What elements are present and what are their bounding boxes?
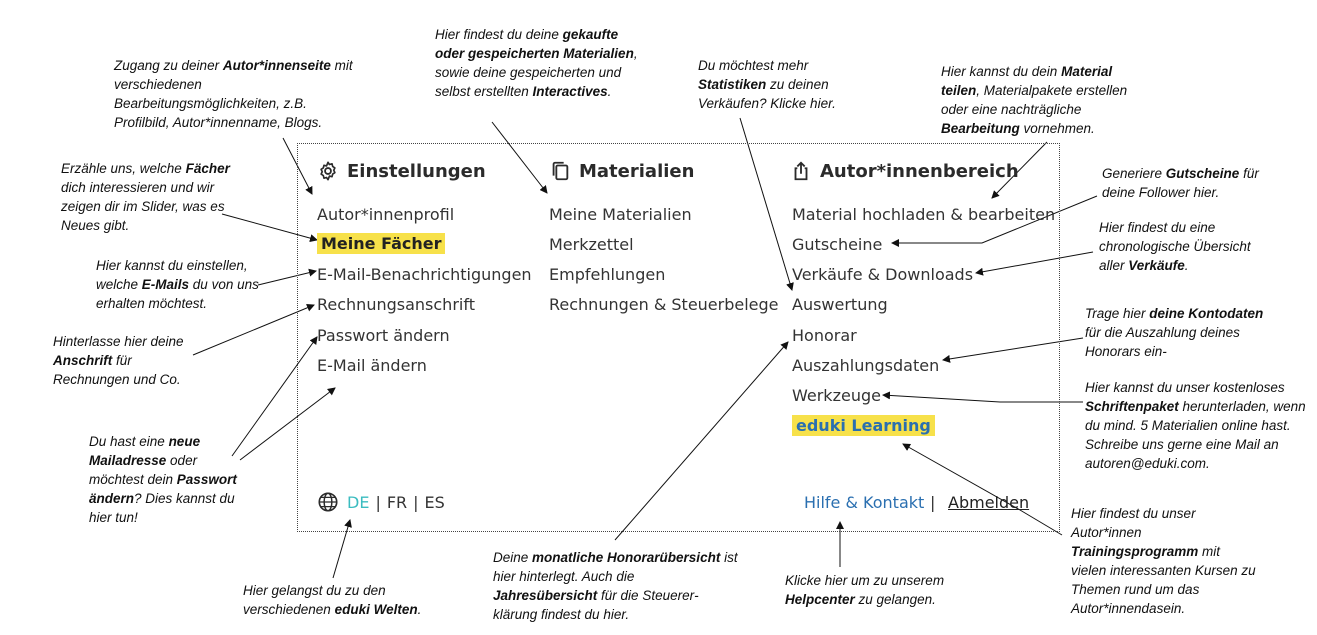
note-schriftenpaket: Hier kannst du unser kostenloses Schrift… <box>1085 380 1306 471</box>
menu-item-auswertung[interactable]: Auswertung <box>792 295 888 314</box>
note-materialien: Hier findest du deine gekaufte oder gesp… <box>435 27 638 99</box>
lang-es[interactable]: ES <box>424 492 445 512</box>
footer-separator: | <box>930 493 936 512</box>
menu-item-email-benachrichtigungen[interactable]: E-Mail-Benachrichtigungen <box>317 265 532 284</box>
note-trainingsprogramm: Hier findest du unser Autor*innen Traini… <box>1071 506 1256 616</box>
menu-item-werkzeuge[interactable]: Werkzeuge <box>792 386 881 405</box>
note-anschrift: Hinterlasse hier deine Anschrift für Rec… <box>53 334 184 387</box>
menu-item-meine-faecher-label: Meine Fächer <box>317 233 446 254</box>
share-icon <box>794 161 808 181</box>
copy-icon <box>552 161 569 181</box>
lang-separator: | <box>375 492 381 512</box>
menu-item-eduki-learning-label: eduki Learning <box>792 415 935 436</box>
help-contact-link[interactable]: Hilfe & Kontakt <box>804 493 925 512</box>
logout-link[interactable]: Abmelden <box>948 493 1030 512</box>
menu-item-passwort-aendern[interactable]: Passwort ändern <box>317 326 450 345</box>
menu-item-material-hochladen[interactable]: Material hochladen & bearbeiten <box>792 205 1056 224</box>
note-statistiken: Du möchtest mehr Statistiken zu deinen V… <box>698 58 836 111</box>
author-header: Autor*innenbereich <box>790 160 1019 182</box>
materials-header: Materialien <box>549 160 694 182</box>
note-material-teilen: Hier kannst du dein Material teilen, Mat… <box>941 64 1128 136</box>
menu-item-merkzettel[interactable]: Merkzettel <box>549 235 634 254</box>
menu-item-gutscheine[interactable]: Gutscheine <box>792 235 883 254</box>
menu-item-rechnungen-steuerbelege[interactable]: Rechnungen & Steuerbelege <box>549 295 779 314</box>
note-mailadresse-passwort: Du hast eine neue Mailadresse oder möcht… <box>89 434 237 525</box>
menu-item-empfehlungen[interactable]: Empfehlungen <box>549 265 666 284</box>
menu-item-email-aendern[interactable]: E-Mail ändern <box>317 356 427 375</box>
menu-item-autorprofil[interactable]: Autor*innenprofil <box>317 205 455 224</box>
globe-icon <box>318 492 338 512</box>
menu-item-eduki-learning[interactable]: eduki Learning <box>792 415 935 436</box>
note-faecher: Erzähle uns, welche Fächer dich interess… <box>61 161 230 233</box>
menu-item-rechnungsanschrift[interactable]: Rechnungsanschrift <box>317 295 475 314</box>
materials-title: Materialien <box>579 160 695 182</box>
note-kontodaten: Trage hier deine Kontodaten für die Ausz… <box>1085 306 1264 359</box>
lang-separator: | <box>413 492 419 512</box>
menu-item-honorar[interactable]: Honorar <box>792 326 857 345</box>
note-emails: Hier kannst du einstellen, welche E-Mail… <box>96 258 259 311</box>
settings-title: Einstellungen <box>347 160 486 182</box>
note-eduki-welten: Hier gelangst du zu den verschiedenen ed… <box>243 583 422 617</box>
note-autor-seite: Zugang zu deiner Autor*innenseite mit ve… <box>114 58 353 130</box>
lang-fr[interactable]: FR <box>386 492 408 512</box>
menu-item-verkaeufe-downloads[interactable]: Verkäufe & Downloads <box>792 265 974 284</box>
menu-item-auszahlungsdaten[interactable]: Auszahlungsdaten <box>792 356 940 375</box>
gear-icon <box>320 161 336 181</box>
language-switcher: DE|FR|ES <box>317 491 445 513</box>
note-honoraruebersicht: Deine monatliche Honorarübersicht ist hi… <box>493 550 738 622</box>
note-helpcenter: Klicke hier um zu unserem Helpcenter zu … <box>785 573 945 607</box>
menu-item-meine-faecher[interactable]: Meine Fächer <box>317 233 446 254</box>
note-verkaeufe: Hier findest du eine chronologische Über… <box>1099 220 1251 273</box>
author-title: Autor*innenbereich <box>820 160 1019 182</box>
menu-item-meine-materialien[interactable]: Meine Materialien <box>549 205 692 224</box>
account-menu-panel <box>297 143 1060 532</box>
settings-header: Einstellungen <box>317 160 486 182</box>
lang-de[interactable]: DE <box>347 492 370 512</box>
note-gutscheine: Generiere Gutscheine für deine Follower … <box>1102 166 1259 200</box>
